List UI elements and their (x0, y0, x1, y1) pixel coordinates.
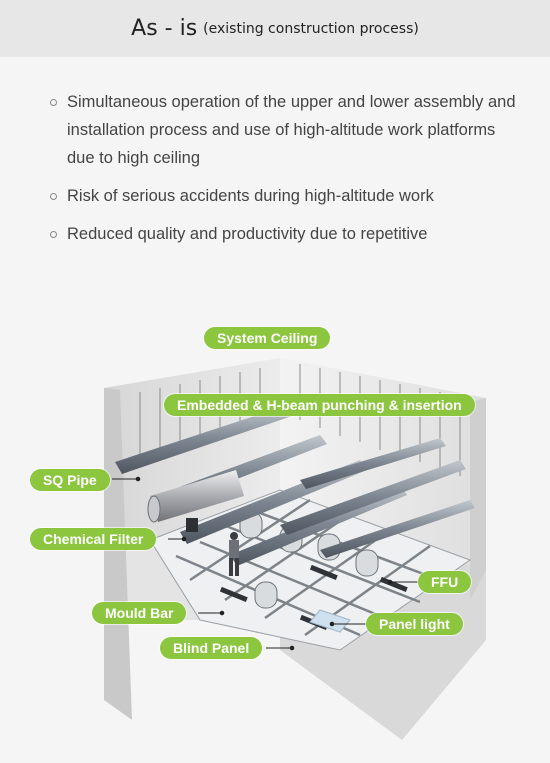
label-mould-bar: Mould Bar (92, 602, 187, 624)
label-panel-light: Panel light (366, 613, 463, 635)
label-blind-panel: Blind Panel (160, 637, 263, 659)
ceiling-grid (149, 489, 472, 651)
worker-figure (229, 532, 239, 576)
cleanroom-diagram: System Ceiling Embedded & H-beam punchin… (0, 320, 550, 758)
bullet-icon (50, 231, 57, 238)
panel-light (309, 609, 351, 633)
page-subtitle: (existing construction process) (203, 20, 419, 37)
list-item: Reduced quality and productivity due to … (46, 220, 516, 248)
bullet-list: Simultaneous operation of the upper and … (46, 88, 516, 258)
label-chemical-filter: Chemical Filter (30, 528, 157, 550)
list-item: Risk of serious accidents during high-al… (46, 182, 516, 210)
label-embedded-hbeam: Embedded & H-beam punching & insertion (164, 394, 475, 416)
label-sq-pipe: SQ Pipe (30, 469, 110, 491)
bullet-icon (50, 193, 57, 200)
bullet-icon (50, 99, 57, 106)
sq-pipe (147, 470, 244, 523)
page-title: As - is (131, 16, 198, 41)
label-ffu: FFU (418, 571, 472, 593)
bullet-text: Simultaneous operation of the upper and … (67, 93, 516, 167)
page-header: As - is (existing construction process) (0, 0, 550, 57)
label-system-ceiling: System Ceiling (204, 327, 331, 349)
chemical-filter-box (186, 518, 198, 532)
list-item: Simultaneous operation of the upper and … (46, 88, 516, 172)
ducts (115, 406, 475, 566)
bullet-text: Reduced quality and productivity due to … (67, 225, 428, 243)
side-wall (104, 388, 132, 720)
bullet-text: Risk of serious accidents during high-al… (67, 187, 434, 205)
